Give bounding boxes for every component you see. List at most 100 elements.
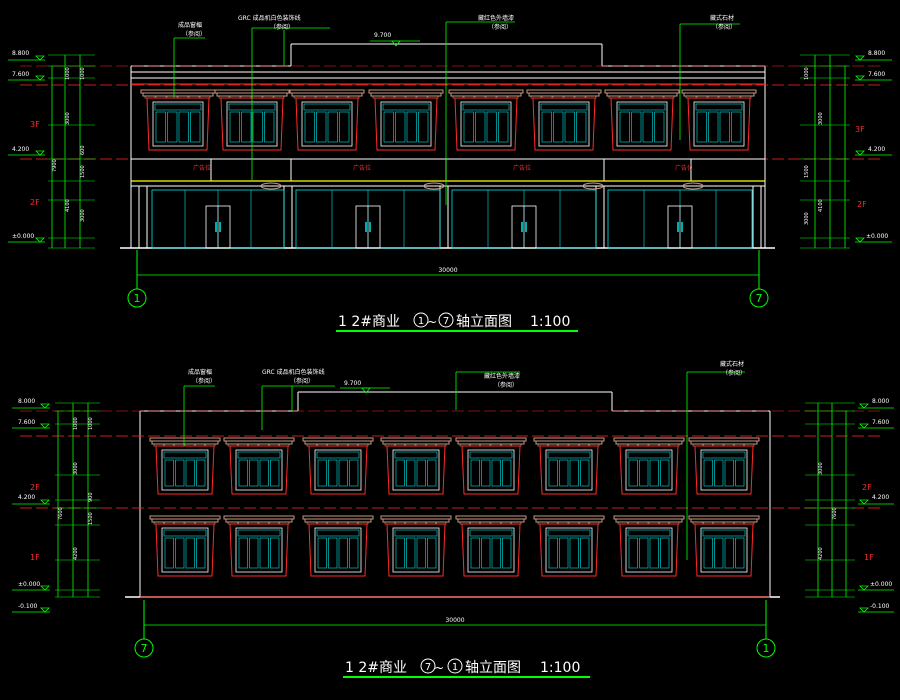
dim-text: 3000 <box>65 112 71 125</box>
level-triangle <box>35 237 45 243</box>
window-pane <box>649 459 659 487</box>
window-glass-frame <box>235 449 283 491</box>
window-pane <box>406 111 417 143</box>
window-lintel-sub <box>382 518 450 523</box>
level-triangle <box>859 585 869 591</box>
window-frame <box>610 97 674 151</box>
title-top-sep: ~ <box>427 315 437 329</box>
window-transom <box>382 103 430 111</box>
window-pane <box>196 537 206 569</box>
dim-text: 4100 <box>818 199 824 212</box>
dim-text: 7600 <box>832 507 838 520</box>
window-frame <box>619 445 679 495</box>
axis-bubble-title-bottom-from <box>420 658 436 674</box>
window-pane <box>631 111 642 143</box>
sign-band <box>130 158 766 182</box>
level-marks-bottom: 8.000 7.600 4.200 ±0.000 -0.100 8.000 7.… <box>18 398 892 610</box>
dim-text: 1500 <box>804 165 810 178</box>
window-pane <box>259 459 269 487</box>
callout-line: （参阅） <box>192 377 216 385</box>
axis-bubble-title-top-to <box>438 312 454 328</box>
dim-text: 1000 <box>65 67 71 80</box>
level-triangle <box>40 607 50 613</box>
ornament <box>682 182 704 190</box>
window-pane <box>502 537 512 569</box>
level-triangle <box>859 423 869 429</box>
window-pane <box>241 111 252 143</box>
window-pane <box>569 537 579 569</box>
title-bottom-axis-to: 1 <box>452 662 458 673</box>
window-frame <box>386 523 446 577</box>
window-pane <box>481 459 491 487</box>
floor-label: 1F <box>30 553 40 562</box>
callout-wall-paint: 藏红色外墙漆（参阅） <box>478 14 514 31</box>
window-frame <box>539 445 599 495</box>
window-transom <box>469 529 513 537</box>
window-pane <box>642 111 653 143</box>
parapet-level-top: 9.700 <box>374 32 391 39</box>
window-pane <box>406 459 416 487</box>
window-pane <box>703 459 713 487</box>
window-glass-frame <box>460 101 512 147</box>
window-lintel-sub <box>683 92 755 97</box>
dim-text: 7900 <box>52 159 58 172</box>
window-glass-frame <box>392 527 440 573</box>
callout-grc-trim: GRC 成品机白色装饰线（参阅） <box>238 14 301 31</box>
axis-bubbles: 1 7 7 1 <box>127 288 776 658</box>
window-glass-frame <box>314 527 362 573</box>
window-pane <box>338 459 348 487</box>
dim-text: 4100 <box>65 199 71 212</box>
level-mark: 7.600 <box>12 71 29 78</box>
window-lintel-sub <box>535 518 603 523</box>
level-mark: 7.600 <box>872 419 889 426</box>
dim-text: 3000 <box>73 462 79 475</box>
window-frame <box>694 523 754 577</box>
window-transom <box>702 451 746 459</box>
window-pane <box>395 459 405 487</box>
window-pane <box>714 537 724 569</box>
level-triangle <box>391 40 401 47</box>
level-mark: ±0.000 <box>12 233 34 240</box>
dim-strings-top: 1000 1000 3000 600 1500 4100 3000 7900 1… <box>52 67 824 225</box>
level-mark: 7.600 <box>18 419 35 426</box>
window-frame <box>619 523 679 577</box>
level-mark: 8.800 <box>868 50 885 57</box>
window-frame <box>146 97 210 151</box>
ornament <box>582 182 604 190</box>
level-triangle <box>40 423 50 429</box>
window-frame <box>374 97 438 151</box>
window-frame <box>539 523 599 577</box>
window-lintel-sub <box>151 440 219 445</box>
window-pane <box>696 111 707 143</box>
floor-label: 2F <box>30 198 40 207</box>
title-bottom-scale: 1:100 <box>540 660 580 676</box>
window-pane <box>564 111 575 143</box>
window-transom <box>394 529 438 537</box>
window-pane <box>569 459 579 487</box>
level-mark: 4.200 <box>12 146 29 153</box>
window-pane <box>304 111 315 143</box>
title-bottom-sep: ~ <box>434 661 444 675</box>
dim-text: 3000 <box>818 112 824 125</box>
ornament <box>260 182 282 190</box>
level-triangle <box>40 585 50 591</box>
level-triangle <box>855 75 865 81</box>
dim-text: 1500 <box>88 512 94 525</box>
dim-text: 1000 <box>88 417 94 430</box>
window-pane <box>654 111 665 143</box>
window-frame <box>694 445 754 495</box>
window-pane <box>406 537 416 569</box>
window-transom <box>394 451 438 459</box>
window-pane <box>470 537 480 569</box>
level-triangle <box>859 607 869 613</box>
window-lintel-sub <box>450 92 522 97</box>
window-pane <box>502 459 512 487</box>
window-glass-frame <box>152 101 204 147</box>
window-frame <box>687 97 751 151</box>
axis-bubble <box>127 288 147 308</box>
callout-stone: 藏式石材（参阅） <box>710 14 736 31</box>
window-pane <box>349 537 359 569</box>
level-mark: 7.600 <box>868 71 885 78</box>
window-transom <box>540 103 588 111</box>
shop-sign-label: 广告位 <box>193 164 211 172</box>
